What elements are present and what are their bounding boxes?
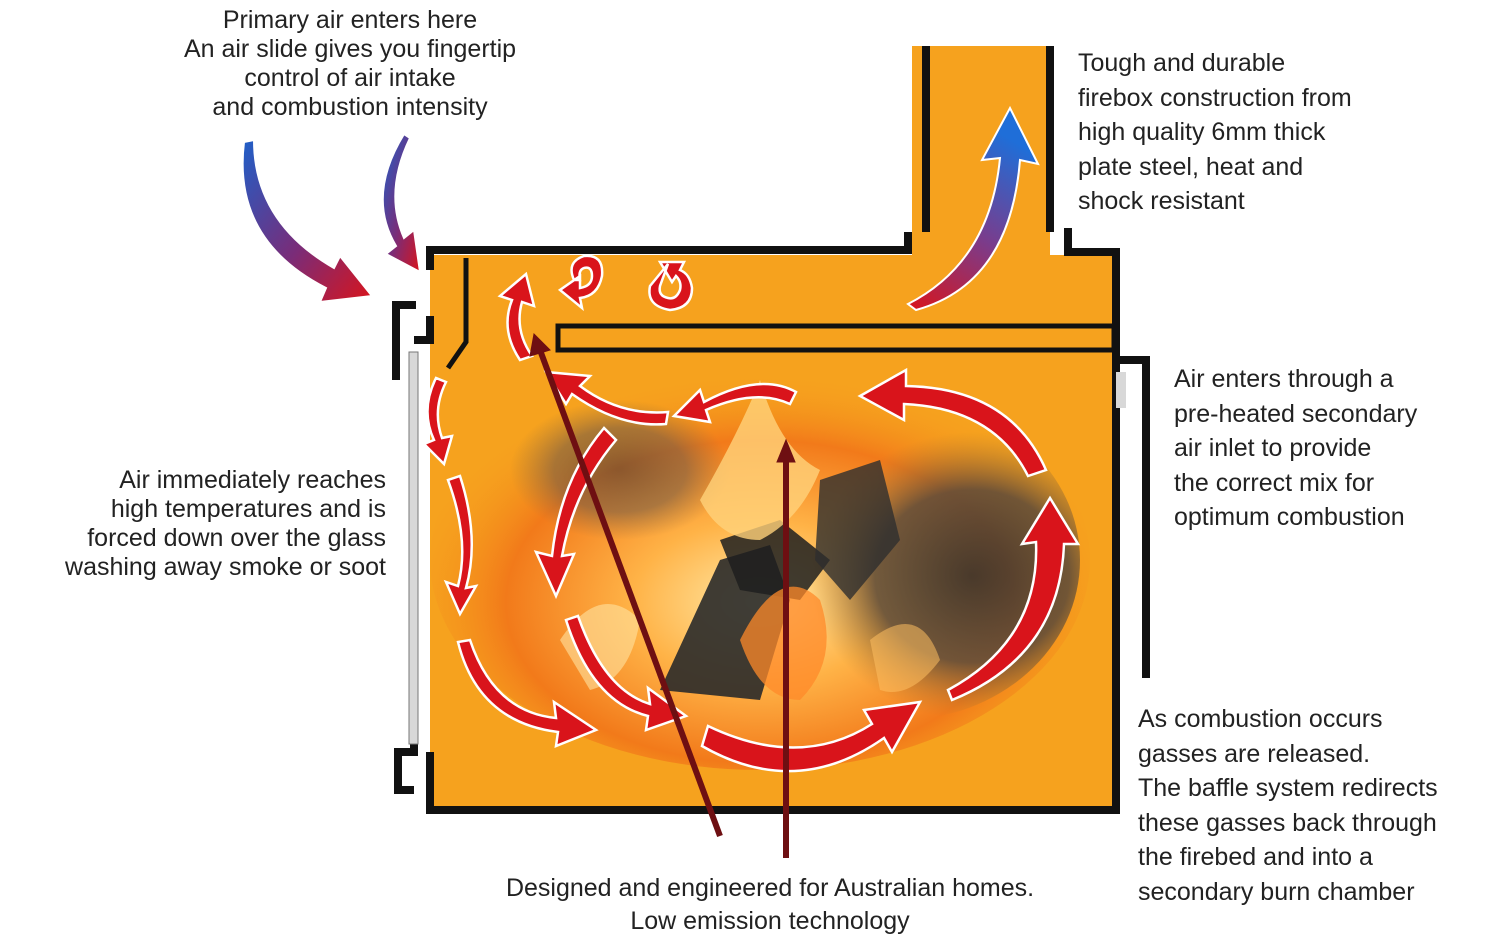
secondary-air-line-5: optimum combustion: [1174, 500, 1417, 535]
firebox-annotation: Tough and durable firebox construction f…: [1078, 46, 1352, 219]
glass-wash-line-2: high temperatures and is: [4, 495, 386, 524]
baffle-line-6: secondary burn chamber: [1138, 875, 1438, 910]
firebox-line-2: firebox construction from: [1078, 81, 1352, 116]
secondary-inlet-glass: [1116, 372, 1126, 408]
baffle-plate: [558, 326, 1114, 350]
baffle-line-5: the firebed and into a: [1138, 840, 1438, 875]
primary-air-line-3: control of air intake: [150, 64, 550, 93]
secondary-air-line-2: pre-heated secondary: [1174, 397, 1417, 432]
primary-air-line-4: and combustion intensity: [150, 93, 550, 122]
glass-wash-annotation: Air immediately reaches high temperature…: [4, 466, 386, 582]
secondary-air-line-3: air inlet to provide: [1174, 431, 1417, 466]
baffle-annotation: As combustion occurs gasses are released…: [1138, 702, 1438, 909]
footer-line-1: Designed and engineered for Australian h…: [440, 872, 1100, 905]
glass-door: [409, 352, 418, 744]
secondary-air-line-4: the correct mix for: [1174, 466, 1417, 501]
baffle-line-4: these gasses back through: [1138, 806, 1438, 841]
glass-wash-line-4: washing away smoke or soot: [4, 553, 386, 582]
footer-line-2: Low emission technology: [440, 905, 1100, 938]
secondary-air-annotation: Air enters through a pre-heated secondar…: [1174, 362, 1417, 535]
firebox-line-4: plate steel, heat and: [1078, 150, 1352, 185]
firebox-line-3: high quality 6mm thick: [1078, 115, 1352, 150]
glass-wash-line-1: Air immediately reaches: [4, 466, 386, 495]
glass-wash-line-3: forced down over the glass: [4, 524, 386, 553]
baffle-line-1: As combustion occurs: [1138, 702, 1438, 737]
firebox-line-5: shock resistant: [1078, 184, 1352, 219]
incoming-air-arrow-1: [243, 140, 372, 302]
secondary-air-line-1: Air enters through a: [1174, 362, 1417, 397]
incoming-air-arrow-2: [383, 134, 420, 272]
baffle-line-3: The baffle system redirects: [1138, 771, 1438, 806]
primary-air-annotation: Primary air enters here An air slide giv…: [150, 6, 550, 122]
footer-annotation: Designed and engineered for Australian h…: [440, 872, 1100, 938]
baffle-line-2: gasses are released.: [1138, 737, 1438, 772]
firebox-line-1: Tough and durable: [1078, 46, 1352, 81]
primary-air-line-1: Primary air enters here: [150, 6, 550, 35]
primary-air-line-2: An air slide gives you fingertip: [150, 35, 550, 64]
primary-inlet-inner: [414, 316, 430, 340]
incoming-air-arrows: [243, 134, 420, 302]
